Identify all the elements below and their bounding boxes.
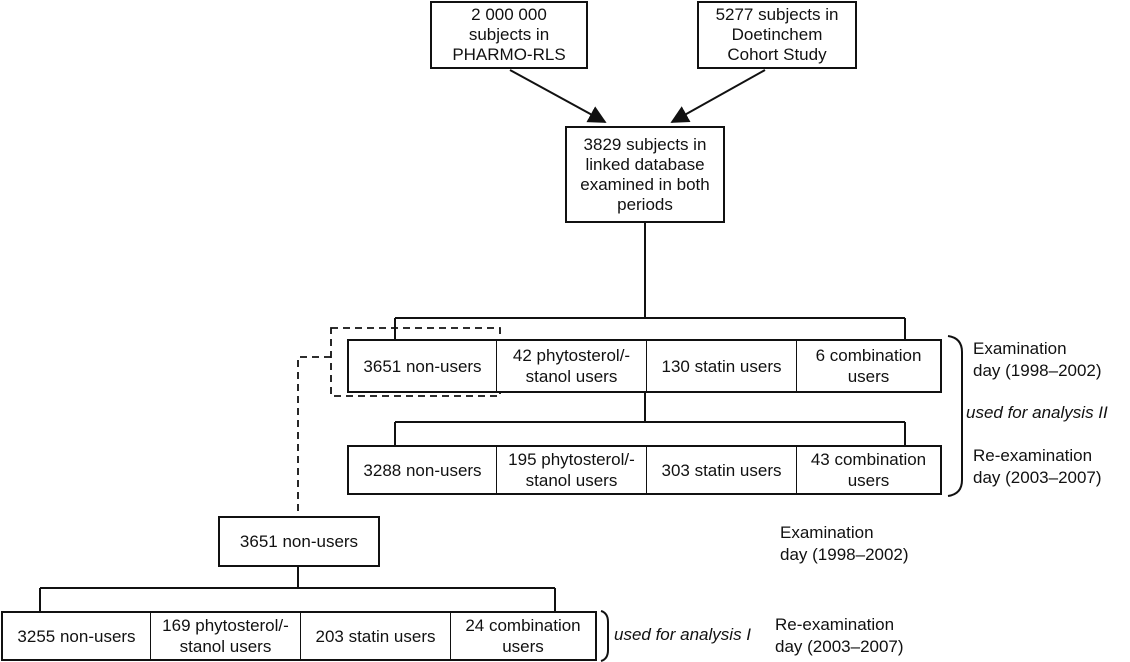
analysis1-reexam-label: Re-examination day (2003–2007) (775, 615, 904, 656)
analysis2-reexam-row: 3288 non-users 195 phytosterol/- stanol … (347, 445, 942, 495)
analysis1-nonusers-box: 3651 non-users (218, 516, 380, 567)
cell-statin: 203 statin users (300, 613, 450, 659)
cell-phytosterol: 42 phytosterol/- stanol users (496, 341, 646, 391)
brace-analysis1 (600, 610, 609, 662)
cell-combination: 6 combination users (796, 341, 940, 391)
analysis2-exam-label: Examination day (1998–2002) (973, 339, 1102, 380)
doetinchem-box: 5277 subjects in Doetinchem Cohort Study (697, 1, 857, 69)
cell-combination: 24 combination users (450, 613, 595, 659)
pharmo-box: 2 000 000 subjects in PHARMO-RLS (430, 1, 588, 69)
dashed-highlight (330, 327, 501, 397)
analysis2-reexam-label: Re-examination day (2003–2007) (973, 446, 1102, 487)
cell-combination: 43 combination users (796, 447, 940, 493)
cell-phytosterol: 169 phytosterol/- stanol users (150, 613, 300, 659)
arrow-doetinchem (670, 69, 766, 123)
analysis1-reexam-row: 3255 non-users 169 phytosterol/- stanol … (1, 611, 597, 661)
analysis2-exam-row: 3651 non-users 42 phytosterol/- stanol u… (347, 339, 942, 393)
cell-phytosterol: 195 phytosterol/- stanol users (496, 447, 646, 493)
cell-statin: 130 statin users (646, 341, 796, 391)
analysis1-exam-label: Examination day (1998–2002) (780, 523, 909, 564)
dashed-connector (297, 356, 331, 516)
linked-database-box: 3829 subjects in linked database examine… (565, 126, 725, 223)
cell-nonusers: 3651 non-users (363, 356, 482, 376)
cell-nonusers: 3255 non-users (17, 626, 136, 646)
brace-analysis2 (947, 335, 963, 497)
analysis1-used-label: used for analysis I (614, 625, 752, 644)
arrow-pharmo (509, 69, 607, 123)
cell-nonusers: 3288 non-users (363, 460, 482, 480)
analysis2-used-label: used for analysis II (966, 403, 1108, 422)
cell-statin: 303 statin users (646, 447, 796, 493)
